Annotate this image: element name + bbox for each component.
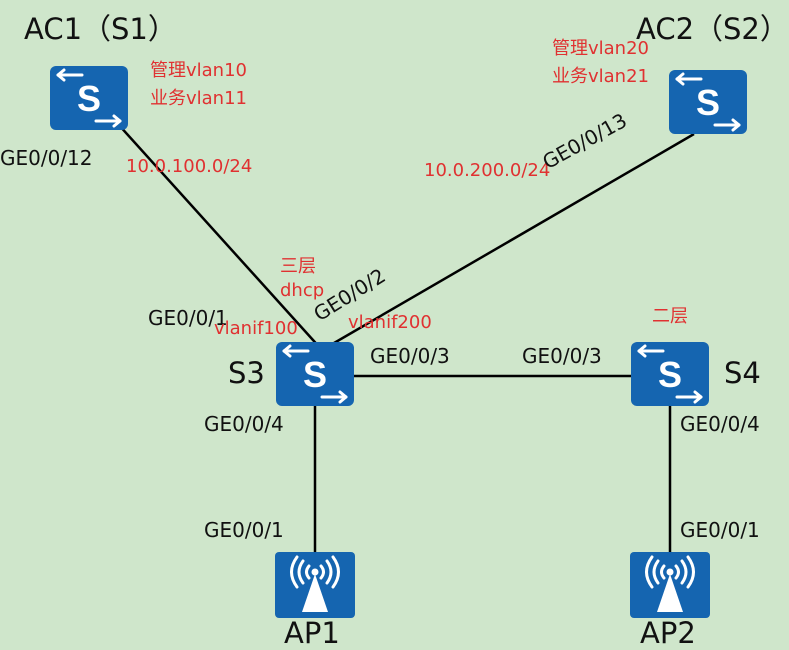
s4-switch[interactable]: S xyxy=(631,342,709,406)
ap1-port-label: GE0/0/1 xyxy=(204,518,284,542)
wireless-ap-icon xyxy=(645,555,695,612)
link-ac2-s3 xyxy=(321,132,695,352)
s3-vlanif-100: vlanif100 xyxy=(214,318,298,339)
svg-text:S: S xyxy=(658,354,682,395)
ap2-port-label: GE0/0/1 xyxy=(680,518,760,542)
ac1-subnet: 10.0.100.0/24 xyxy=(126,156,253,177)
s3-vlanif-200: vlanif200 xyxy=(348,312,432,333)
link-ac1-s3 xyxy=(117,123,323,351)
switch-icon: S xyxy=(56,68,122,128)
s4-layer-note: 二层 xyxy=(652,306,688,327)
ac2-vlan-service: 业务vlan21 xyxy=(552,66,649,87)
ac1-label: AC1（S1） xyxy=(24,12,177,46)
ap1-device[interactable] xyxy=(275,552,355,618)
svg-text:S: S xyxy=(77,78,101,119)
ac2-switch[interactable]: S xyxy=(669,70,747,134)
ac1-vlan-service: 业务vlan11 xyxy=(150,88,247,109)
ac1-port-label: GE0/0/12 xyxy=(0,146,93,170)
s4-port-to-ap2: GE0/0/4 xyxy=(680,412,760,436)
switch-icon: S xyxy=(637,344,703,404)
s3-label: S3 xyxy=(228,356,265,390)
ac2-vlan-mgmt: 管理vlan20 xyxy=(552,38,649,59)
s4-port-to-s3: GE0/0/3 xyxy=(522,344,602,368)
svg-text:S: S xyxy=(696,82,720,123)
s3-layer-note: 三层 xyxy=(280,256,316,277)
s3-port-to-ac1: GE0/0/1 xyxy=(148,306,228,330)
ac1-vlan-mgmt: 管理vlan10 xyxy=(150,60,247,81)
ac2-subnet: 10.0.200.0/24 xyxy=(424,160,551,181)
s3-switch[interactable]: S xyxy=(276,342,354,406)
switch-icon: S xyxy=(675,72,741,132)
wireless-ap-icon xyxy=(290,555,340,612)
ac2-label: AC2（S2） xyxy=(636,12,789,46)
ac1-switch[interactable]: S xyxy=(50,66,128,130)
switch-icon: S xyxy=(282,344,348,404)
s3-dhcp-note: dhcp xyxy=(280,280,325,301)
s3-port-to-s4: GE0/0/3 xyxy=(370,344,450,368)
ap2-label: AP2 xyxy=(640,616,696,650)
s3-port-to-ap1: GE0/0/4 xyxy=(204,412,284,436)
s4-label: S4 xyxy=(724,356,761,390)
svg-text:S: S xyxy=(303,354,327,395)
ap1-label: AP1 xyxy=(284,616,340,650)
ap2-device[interactable] xyxy=(630,552,710,618)
